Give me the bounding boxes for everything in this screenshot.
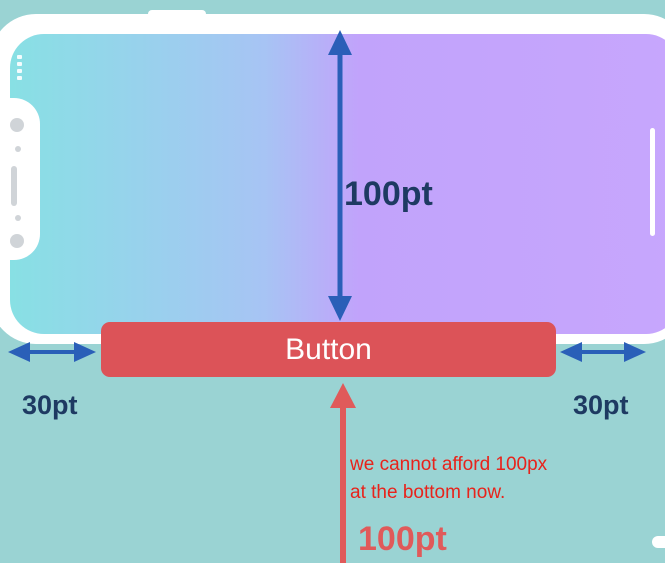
note-line-1: we cannot afford 100px: [350, 454, 548, 475]
vertical-double-arrow-icon: [328, 30, 352, 321]
annotation-note: we cannot afford 100px at the bottom now…: [350, 451, 547, 507]
main-button[interactable]: Button: [101, 322, 556, 377]
note-line-2: at the bottom now.: [350, 482, 506, 503]
sensor-icon: [15, 146, 21, 152]
sensor-icon: [15, 215, 21, 221]
bottom-height-label: 100pt: [358, 520, 447, 558]
home-indicator: [650, 128, 655, 236]
status-bar-icons: [17, 55, 23, 91]
horizontal-double-arrow-icon: [8, 342, 96, 362]
right-margin-label: 30pt: [573, 390, 629, 420]
top-height-label: 100pt: [344, 175, 433, 213]
camera-icon: [10, 234, 24, 248]
corner-decoration: [652, 536, 665, 548]
phone-speaker-bump: [148, 10, 206, 18]
speaker-grille: [11, 166, 17, 206]
camera-icon: [10, 118, 24, 132]
left-margin-label: 30pt: [22, 390, 78, 420]
horizontal-double-arrow-icon: [560, 342, 646, 362]
phone-notch: [6, 98, 40, 260]
up-arrow-icon: [330, 383, 356, 563]
